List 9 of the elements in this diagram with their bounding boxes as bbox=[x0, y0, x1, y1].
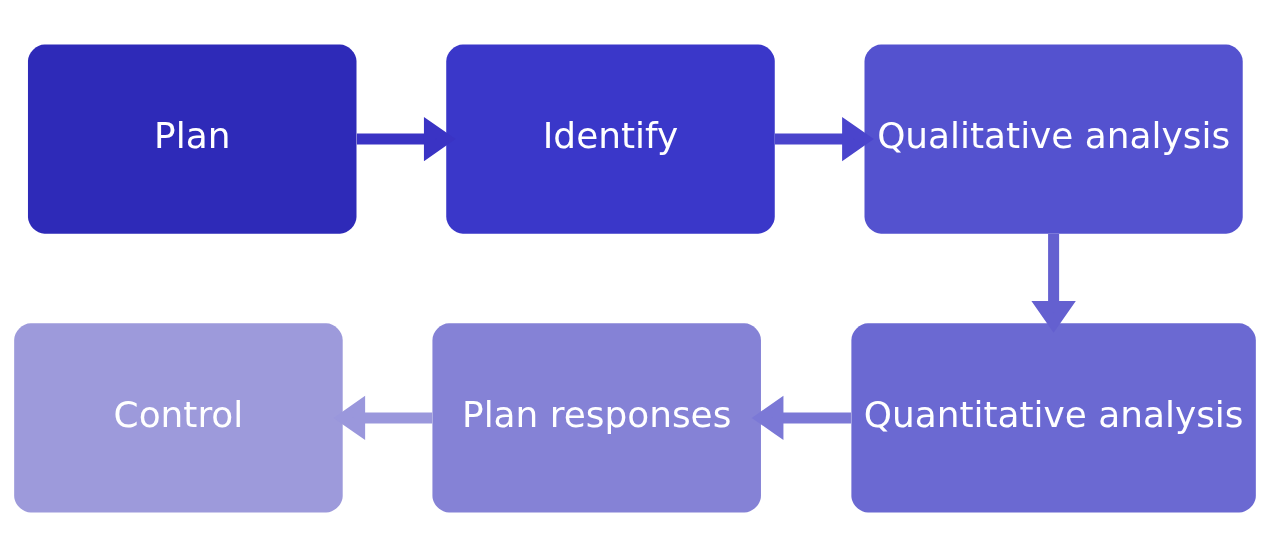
arrow bbox=[1031, 233, 1076, 333]
node-box: Identify bbox=[446, 44, 775, 234]
arrow bbox=[751, 395, 851, 441]
arrow bbox=[774, 116, 874, 162]
node-box: Qualitative analysis bbox=[864, 44, 1243, 234]
node-box: Control bbox=[14, 323, 343, 513]
node-box: Plan responses bbox=[432, 323, 761, 513]
node-box: Quantitative analysis bbox=[851, 323, 1256, 513]
node-box: Plan bbox=[27, 44, 357, 234]
